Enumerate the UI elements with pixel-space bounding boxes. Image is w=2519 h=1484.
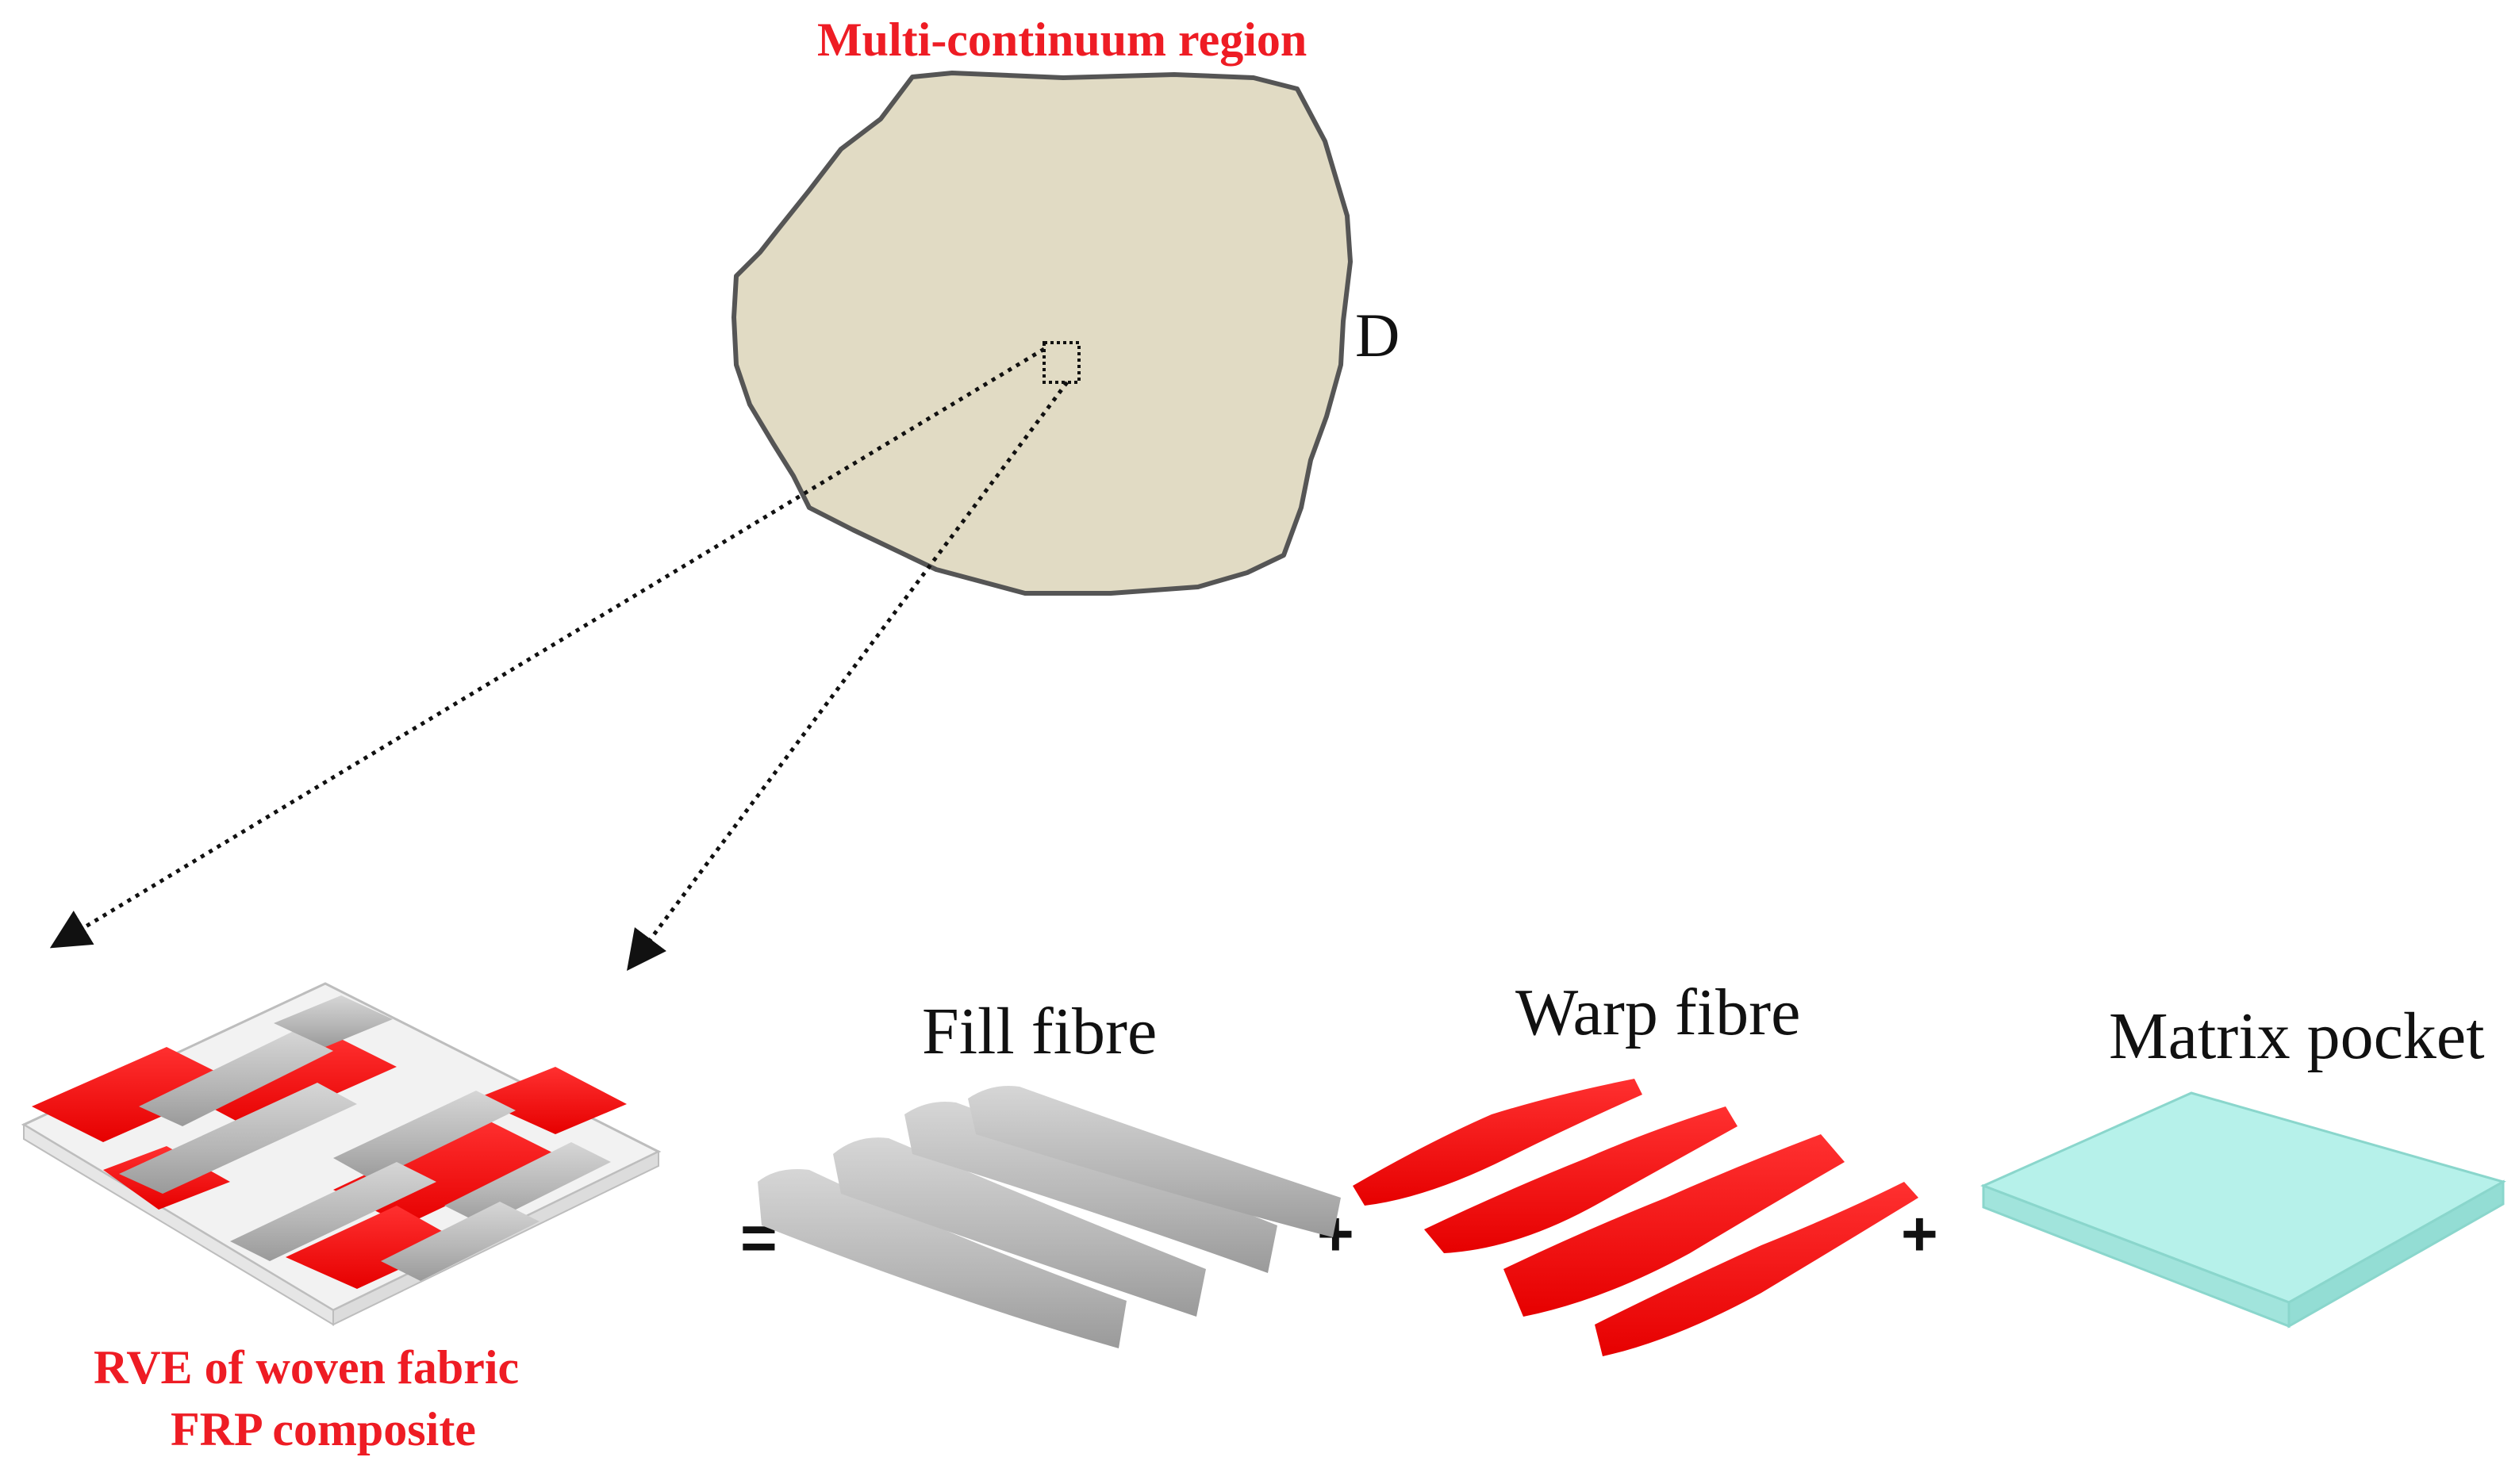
warp-fibre-label: Warp fibre — [1515, 976, 1801, 1049]
warp-fibre-illustration — [1353, 1079, 1918, 1356]
rve-woven-fabric — [21, 982, 662, 1326]
fill-fibre-illustration — [758, 1086, 1341, 1348]
matrix-pocket-illustration — [1980, 1091, 2506, 1329]
plus-operator-2: + — [1901, 1198, 1938, 1269]
fill-fibre-label: Fill fibre — [922, 995, 1158, 1068]
rve-caption-line1: RVE of woven fabric — [94, 1341, 520, 1394]
boundary-label: D — [1355, 301, 1400, 370]
rve-caption-line2: FRP composite — [171, 1403, 476, 1455]
zoom-box — [1043, 341, 1081, 384]
region-blob — [732, 71, 1353, 596]
zoom-arrow-left — [49, 347, 1046, 949]
region-title: Multi-continuum region — [817, 13, 1307, 66]
matrix-pocket-label: Matrix pocket — [2109, 999, 2485, 1073]
